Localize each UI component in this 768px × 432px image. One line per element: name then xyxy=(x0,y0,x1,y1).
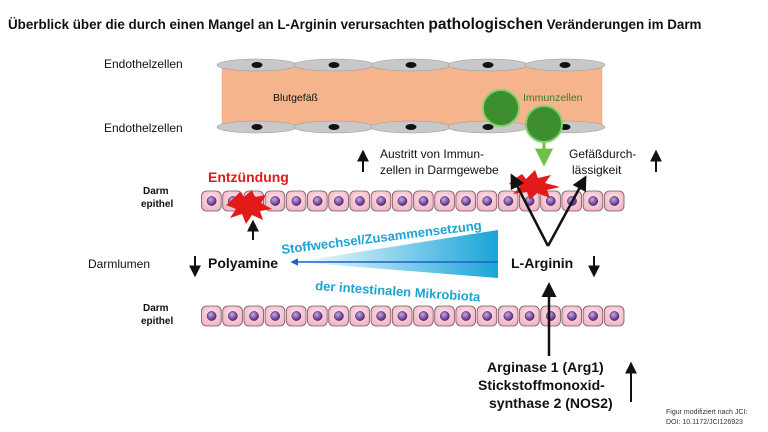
epithel-cell xyxy=(519,190,540,212)
epithel-cell xyxy=(476,190,498,212)
label-entzuendung: Entzündung xyxy=(208,169,289,185)
endothel-cell xyxy=(216,58,298,72)
epithel-cell xyxy=(391,190,413,212)
epithel-cell xyxy=(413,305,434,327)
epithel-cell xyxy=(497,190,519,212)
epithel-cell xyxy=(285,190,307,212)
label-darm-epithel-bottom-1: Darm xyxy=(143,303,169,314)
endothel-cell xyxy=(524,58,606,72)
epithel-cell xyxy=(434,190,455,212)
endothel-cell xyxy=(216,120,298,134)
epithel-cell xyxy=(603,190,625,212)
epithel-cell xyxy=(370,305,392,327)
label-endothel-top: Endothelzellen xyxy=(104,57,183,71)
epithel-cell xyxy=(222,305,243,327)
epithel-cell xyxy=(328,305,349,327)
epithel-cell xyxy=(519,305,540,327)
label-mikrobiota: der intestinalen Mikrobiota xyxy=(315,278,482,305)
label-darm-epithel-top-1: Darm xyxy=(143,186,169,197)
arrow-l-arginin-to-gefaess-icon xyxy=(546,175,587,247)
epithel-cell xyxy=(434,305,455,327)
microbiota-wedge xyxy=(295,230,498,278)
page-title: Überblick über die durch einen Mangel an… xyxy=(8,16,702,33)
label-austritt-line1: Austritt von Immun- xyxy=(380,147,484,161)
endothel-cell xyxy=(293,120,375,134)
epithel-cell xyxy=(264,190,286,212)
epithel-cell xyxy=(582,305,604,327)
immune-cell-1 xyxy=(482,89,520,127)
credit-line2: DOI: 10.1172/JCI126923 xyxy=(666,419,743,426)
epithel-cell xyxy=(307,190,328,212)
epithel-cell xyxy=(391,305,413,327)
epithel-cell xyxy=(561,305,583,327)
epithel-row-bottom xyxy=(201,305,625,327)
epithel-cell xyxy=(603,305,625,327)
endothel-cell xyxy=(293,58,375,72)
epithel-cell xyxy=(328,190,349,212)
epithel-cell xyxy=(201,305,222,327)
endothel-cell xyxy=(447,58,529,72)
label-endothel-bottom: Endothelzellen xyxy=(104,121,183,135)
immune-cell-2 xyxy=(525,105,563,143)
label-darmlumen: Darmlumen xyxy=(88,257,150,271)
endothel-row-top xyxy=(216,58,606,72)
epithel-cell xyxy=(264,305,286,327)
epithel-cell xyxy=(285,305,307,327)
epithel-cell xyxy=(540,305,561,327)
credit-line1: Figur modifiziert nach JCI: xyxy=(666,409,747,416)
label-blutgefaess: Blutgefäß xyxy=(273,92,318,104)
endothel-cell xyxy=(447,120,529,134)
epithel-cell xyxy=(455,190,476,212)
epithel-cell xyxy=(413,190,434,212)
epithel-cell xyxy=(582,190,604,212)
epithel-cell xyxy=(497,305,519,327)
label-polyamine: Polyamine xyxy=(208,255,278,271)
label-darm-epithel-bottom-2: epithel xyxy=(141,316,173,327)
epithel-cell xyxy=(201,190,222,212)
endothel-cell xyxy=(370,58,452,72)
epithel-cell xyxy=(349,305,370,327)
label-l-arginin: L-Arginin xyxy=(511,255,573,271)
label-darm-epithel-top-2: epithel xyxy=(141,199,173,210)
label-arginase: Arginase 1 (Arg1) xyxy=(487,359,604,375)
label-gefaess-line1: Gefäßdurch- xyxy=(569,147,636,161)
epithel-cell xyxy=(455,305,476,327)
epithel-cell xyxy=(307,305,328,327)
label-nos2-line1: Stickstoffmonoxid- xyxy=(478,377,605,393)
epithel-cell xyxy=(349,190,370,212)
label-immunzellen: Immunzellen xyxy=(523,92,583,104)
label-austritt-line2: zellen in Darmgewebe xyxy=(380,163,499,177)
epithel-cell xyxy=(370,190,392,212)
epithel-cell xyxy=(243,305,264,327)
arrow-l-arginin-to-austritt-icon xyxy=(510,173,550,247)
label-gefaess-line2: lässigkeit xyxy=(572,163,622,177)
epithel-cell xyxy=(476,305,498,327)
endothel-cell xyxy=(370,120,452,134)
inflammation-splat-left xyxy=(226,190,272,224)
label-nos2-line2: synthase 2 (NOS2) xyxy=(489,395,613,411)
